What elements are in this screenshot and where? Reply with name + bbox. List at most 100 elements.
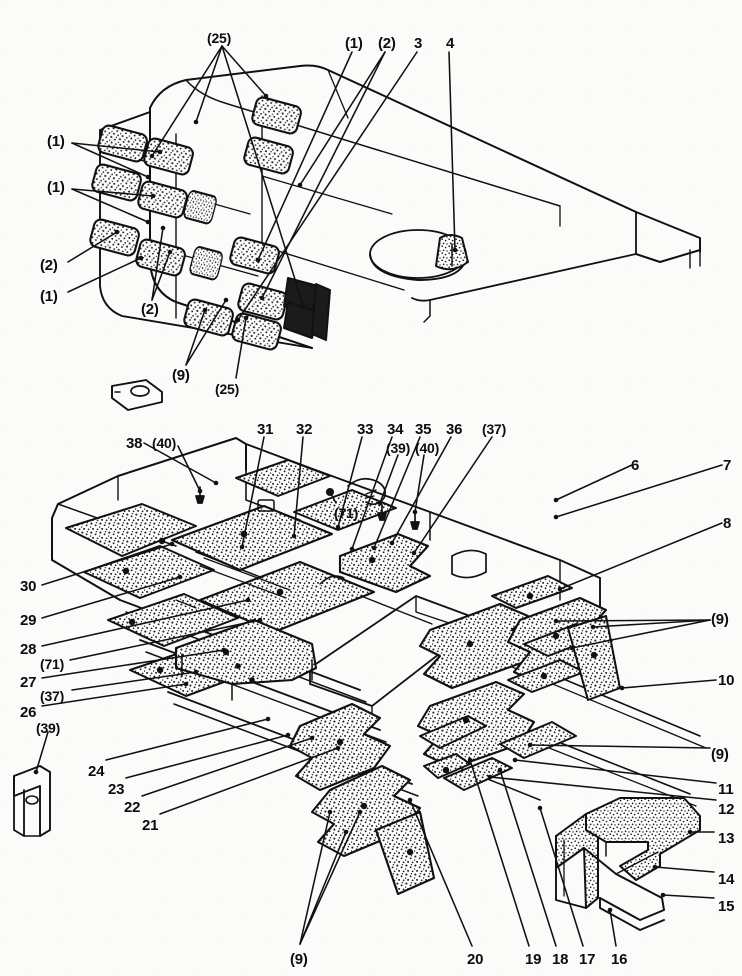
leader-end-l-22-0 <box>309 735 315 741</box>
callout-u-3: 3 <box>414 35 423 52</box>
leader-u-25-top-1 <box>195 45 223 123</box>
leader-end-l-37b-0 <box>193 669 199 675</box>
callout-u-1-top: (1) <box>345 35 363 52</box>
callout-l-10: 10 <box>718 672 735 689</box>
leader-end-u-1-b-0 <box>150 193 156 199</box>
callout-l-40b: (40) <box>415 440 440 456</box>
leader-l-39a-0 <box>379 454 399 504</box>
leader-l-26-0 <box>41 683 187 707</box>
upper-body-shell <box>149 64 701 349</box>
leader-end-l-34-0 <box>349 546 355 552</box>
callout-l-30: 30 <box>20 578 37 595</box>
callout-l-18: 18 <box>552 951 569 968</box>
leader-end-l-37a-0 <box>411 550 417 556</box>
clip-part-38 <box>111 379 163 411</box>
leader-end-l-9b-0 <box>327 809 333 815</box>
leader-l-30-0 <box>41 543 173 586</box>
leader-u-2-b-1 <box>151 251 171 301</box>
leader-l-40a-0 <box>177 445 201 492</box>
leader-end-l-40b-0 <box>412 509 418 515</box>
leader-end-u-2-a-0 <box>114 229 120 235</box>
upper-dark-corner-pads <box>283 277 331 341</box>
leader-end-l-9r2-0 <box>527 742 533 748</box>
callout-l-71a: (71) <box>334 505 359 521</box>
leader-l-71b-0 <box>69 619 261 661</box>
leader-l-31-0 <box>241 436 265 548</box>
leader-end-l-9b-2 <box>357 809 363 815</box>
callout-leader-dots <box>33 93 693 913</box>
leader-end-l-9b-1 <box>343 829 349 835</box>
callout-l-9r1: (9) <box>711 611 729 628</box>
attachment-dots <box>122 530 598 856</box>
callout-l-26: 26 <box>20 704 37 721</box>
leader-end-l-39b-0 <box>33 769 39 775</box>
callout-l-19: 19 <box>525 951 542 968</box>
leader-l-40b-0 <box>414 454 425 513</box>
callout-u-2-top: (2) <box>378 35 396 52</box>
leader-u-2-b-0 <box>151 227 164 301</box>
callout-l-71b: (71) <box>40 656 65 672</box>
callout-u-1-b: (1) <box>47 179 65 196</box>
callout-leader-lines <box>35 45 723 947</box>
leader-end-l-32-0 <box>291 533 297 539</box>
leader-u-3-0 <box>237 51 418 321</box>
callout-l-23: 23 <box>108 781 125 798</box>
leader-l-28-0 <box>41 599 249 647</box>
leader-end-l-13-0 <box>687 829 693 835</box>
leader-l-35-0 <box>373 436 421 549</box>
leader-u-2-top-0 <box>261 51 386 299</box>
leader-l-36-0 <box>391 436 452 544</box>
leader-end-u-25-top-1 <box>193 119 199 125</box>
callout-l-16: 16 <box>611 951 628 968</box>
callout-l-21: 21 <box>142 817 159 834</box>
leader-end-l-9r1-1 <box>590 624 596 630</box>
callout-l-15: 15 <box>718 898 735 915</box>
leader-l-15-0 <box>662 894 715 899</box>
leader-end-l-10-0 <box>619 685 625 691</box>
leader-end-u-1-a-1 <box>145 174 151 180</box>
leader-l-37b-0 <box>71 671 197 691</box>
callout-l-22: 22 <box>124 799 141 816</box>
leader-end-l-23-0 <box>285 732 291 738</box>
leader-end-l-14-0 <box>652 864 658 870</box>
callout-l-31: 31 <box>257 421 274 438</box>
leader-end-u-2-top-0 <box>259 295 265 301</box>
leader-end-l-15-0 <box>660 892 666 898</box>
leader-end-l-30-0 <box>169 541 175 547</box>
bracket-part-26 <box>13 765 51 837</box>
leader-end-l-17-0 <box>537 805 543 811</box>
callout-l-34: 34 <box>387 421 404 438</box>
leader-l-39b-0 <box>35 731 49 773</box>
leader-end-u-25-top-0 <box>149 153 155 159</box>
leader-u-1-c-0 <box>67 257 142 293</box>
leader-u-25-top-3 <box>221 45 304 306</box>
callout-u-2-a: (2) <box>40 257 58 274</box>
leader-u-2-a-0 <box>67 231 118 263</box>
leader-l-18-0 <box>499 769 557 947</box>
leader-l-10-0 <box>621 679 717 689</box>
leader-u-1-a-1 <box>71 142 149 178</box>
leader-end-l-26-0 <box>183 681 189 687</box>
callout-l-9r2: (9) <box>711 746 729 763</box>
leader-end-l-33-0 <box>335 524 341 530</box>
leader-u-1-b-1 <box>71 188 149 223</box>
leader-end-l-16-0 <box>607 907 613 913</box>
callout-l-40a: (40) <box>152 435 177 451</box>
leader-l-33-0 <box>337 436 363 528</box>
leader-u-4-0 <box>448 51 456 251</box>
leader-u-9-0 <box>185 309 206 366</box>
callout-l-7: 7 <box>723 457 732 474</box>
callout-l-32: 32 <box>296 421 313 438</box>
leader-l-7-0 <box>555 464 723 518</box>
leader-u-25-top-2 <box>221 45 267 97</box>
leader-end-u-9-1 <box>223 297 229 303</box>
leader-end-l-9r1-0 <box>569 645 575 651</box>
leader-end-u-25-bot-0 <box>243 315 249 321</box>
callout-l-14: 14 <box>718 871 735 888</box>
leader-l-22-0 <box>141 737 313 797</box>
leader-l-37a-0 <box>413 436 493 554</box>
leader-end-u-2-top-1 <box>297 182 303 188</box>
leader-l-8-0 <box>559 522 723 590</box>
upper-wedge-pad-4 <box>435 234 469 271</box>
leader-l-9b-0 <box>299 811 331 945</box>
